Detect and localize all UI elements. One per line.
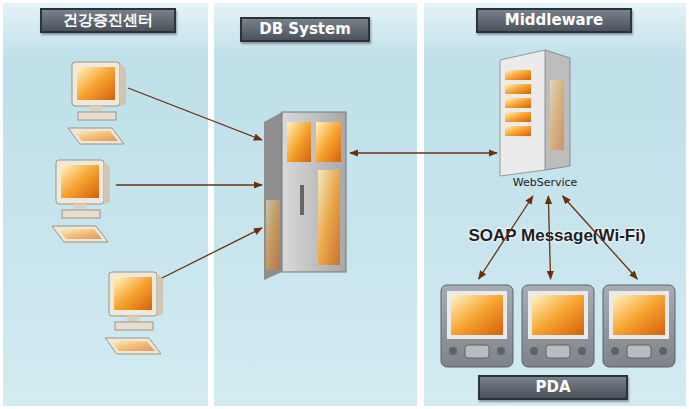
drive-bay	[505, 70, 531, 80]
link-arrow	[350, 152, 497, 153]
section-title: Middleware	[476, 8, 632, 33]
server-panel	[316, 122, 341, 162]
drive-bay	[505, 98, 531, 108]
data-arrow	[162, 228, 262, 278]
connector-arrow	[548, 196, 550, 279]
data-arrow	[116, 184, 262, 185]
server-side	[545, 50, 570, 170]
panel: 건강증진센터	[3, 3, 208, 406]
computer-icon	[52, 160, 110, 242]
drive-bay	[505, 112, 531, 122]
section-title: DB System	[240, 17, 370, 42]
server-label: WebService	[490, 176, 600, 192]
server-handle	[300, 185, 304, 215]
computer-icon	[105, 272, 163, 354]
protocol-label: SOAP Message(Wi-Fi)	[432, 226, 682, 250]
section-title: 건강증진센터	[40, 8, 176, 33]
drive-bay	[505, 84, 531, 94]
pda-icon	[441, 285, 513, 367]
pda-icon	[522, 285, 594, 367]
pda-icon	[603, 285, 675, 367]
server-box: WebService	[490, 46, 600, 196]
panel: DB System	[214, 3, 417, 406]
computer-icon	[68, 62, 126, 144]
connector-arrow	[563, 196, 638, 279]
server-panel	[287, 122, 311, 162]
section-title: PDA	[478, 375, 628, 400]
server-strip	[550, 80, 564, 150]
server-strip	[266, 200, 280, 270]
drive-bay	[505, 126, 531, 136]
db-server	[282, 112, 346, 272]
connector-arrow	[479, 196, 533, 279]
data-arrow	[128, 88, 262, 140]
device-group: PDA	[434, 279, 682, 403]
panel: MiddlewareWebServicePDA	[424, 3, 686, 406]
server-side	[264, 112, 282, 280]
server-strip	[318, 170, 340, 265]
middleware-server	[500, 50, 545, 176]
